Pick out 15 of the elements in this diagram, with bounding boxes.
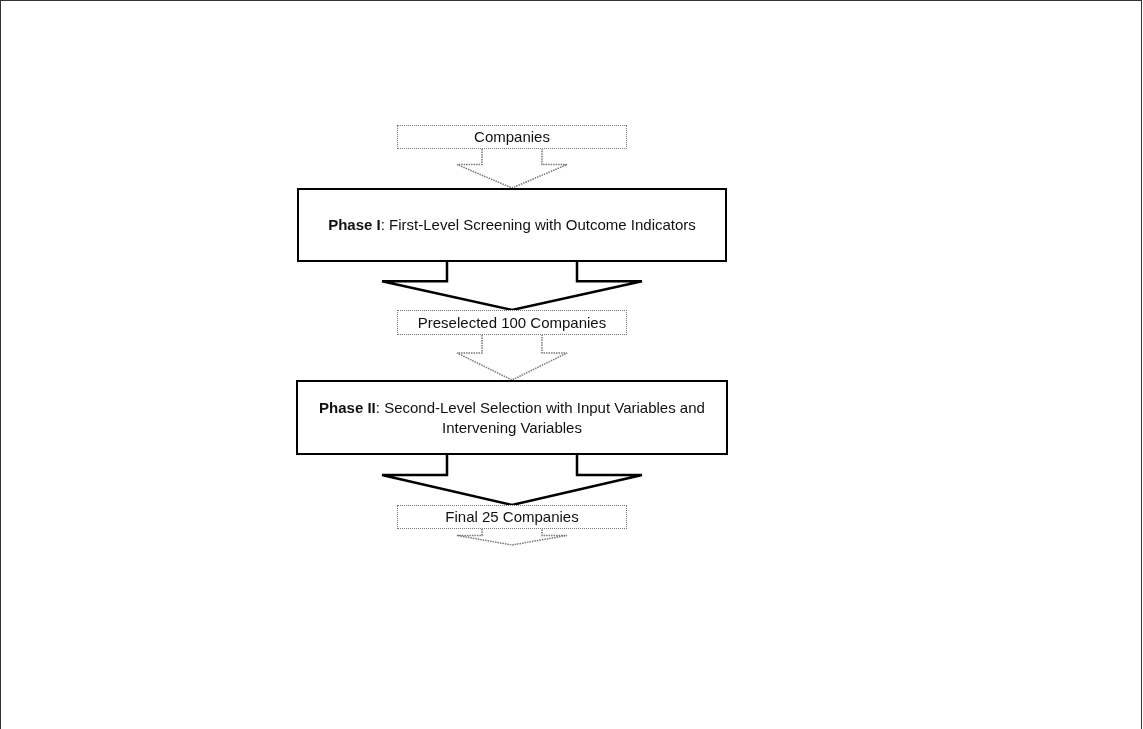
process-box bbox=[397, 125, 627, 149]
box-label: Companies bbox=[474, 127, 550, 147]
block-arrow bbox=[456, 334, 568, 381]
box-label: Final 25 Companies bbox=[445, 507, 579, 527]
process-box bbox=[397, 505, 627, 529]
box-label: Preselected 100 Companies bbox=[417, 312, 607, 333]
block-arrow bbox=[456, 528, 568, 546]
process-box bbox=[397, 310, 627, 335]
process-box bbox=[297, 188, 727, 262]
box-label: Phase II: Second-Level Selection with Input Variables and Intervening Variables bbox=[318, 397, 706, 438]
process-box bbox=[296, 380, 728, 455]
block-arrow bbox=[380, 260, 644, 312]
block-arrow bbox=[456, 148, 568, 189]
block-arrow bbox=[380, 453, 644, 507]
box-label: Phase I: First-Level Screening with Outcome Indicators bbox=[328, 215, 696, 235]
